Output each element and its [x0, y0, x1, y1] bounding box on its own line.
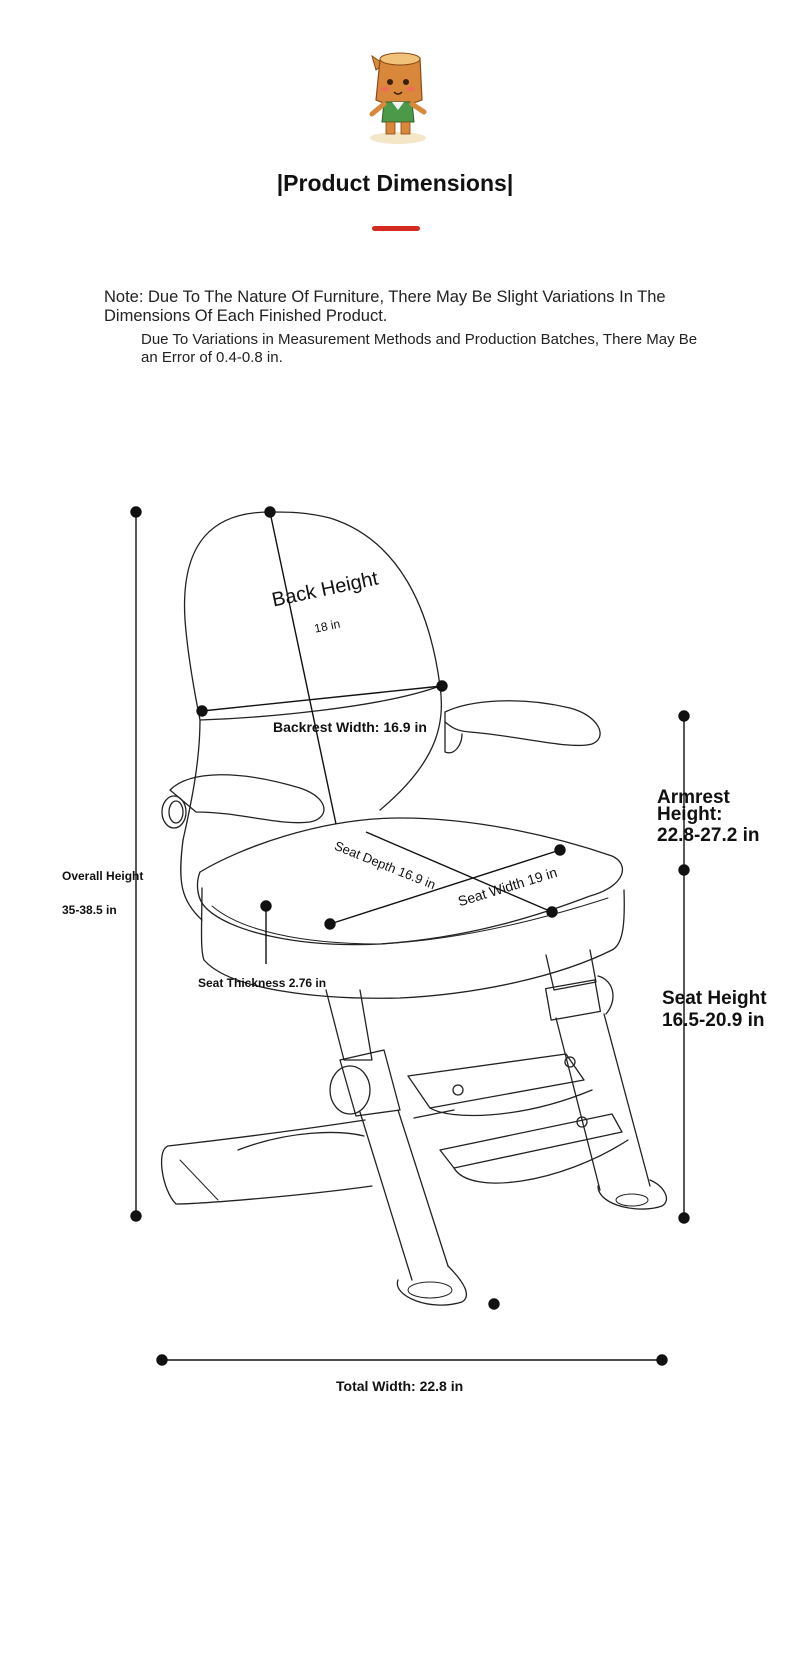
- backrest-outline: [183, 511, 441, 721]
- title-accent-divider: [372, 226, 420, 231]
- armrest-height-label-line1: Armrest: [657, 787, 730, 808]
- total-width-label: Total Width: 22.8 in: [336, 1378, 464, 1394]
- seat-thickness-label: Seat Thickness 2.76 in: [198, 976, 327, 990]
- base-arm-left: [160, 1119, 373, 1205]
- furniture-variation-note: Note: Due To The Nature Of Furniture, Th…: [104, 288, 666, 325]
- overall-height-value: 35-38.5 in: [62, 903, 117, 917]
- rear-left-leg: [325, 989, 373, 1061]
- back-height-line: [269, 511, 337, 825]
- armrest-height-label-line2: Height:: [657, 804, 723, 825]
- measurement-error-note: Due To Variations in Measurement Methods…: [141, 331, 698, 366]
- overall-height-title: Overall Height: [62, 869, 144, 883]
- seat-cushion-top: [196, 817, 623, 946]
- backrest-width-label: Backrest Width: 16.9 in: [273, 719, 427, 735]
- page-title: |Product Dimensions|: [276, 170, 514, 196]
- seat-depth-line: [365, 831, 553, 913]
- left-armrest: [169, 774, 325, 824]
- tree-stump-mascot-icon: [369, 52, 427, 144]
- footrest: [407, 1053, 585, 1109]
- armrest-height-value: 22.8-27.2 in: [657, 825, 760, 846]
- right-armrest: [444, 700, 601, 747]
- seat-height-title: Seat Height: [662, 988, 767, 1009]
- seat-width-line: [329, 849, 561, 925]
- seat-height-value: 16.5-20.9 in: [662, 1010, 765, 1031]
- gas-column: [545, 949, 597, 991]
- backrest-width-line: [201, 685, 443, 712]
